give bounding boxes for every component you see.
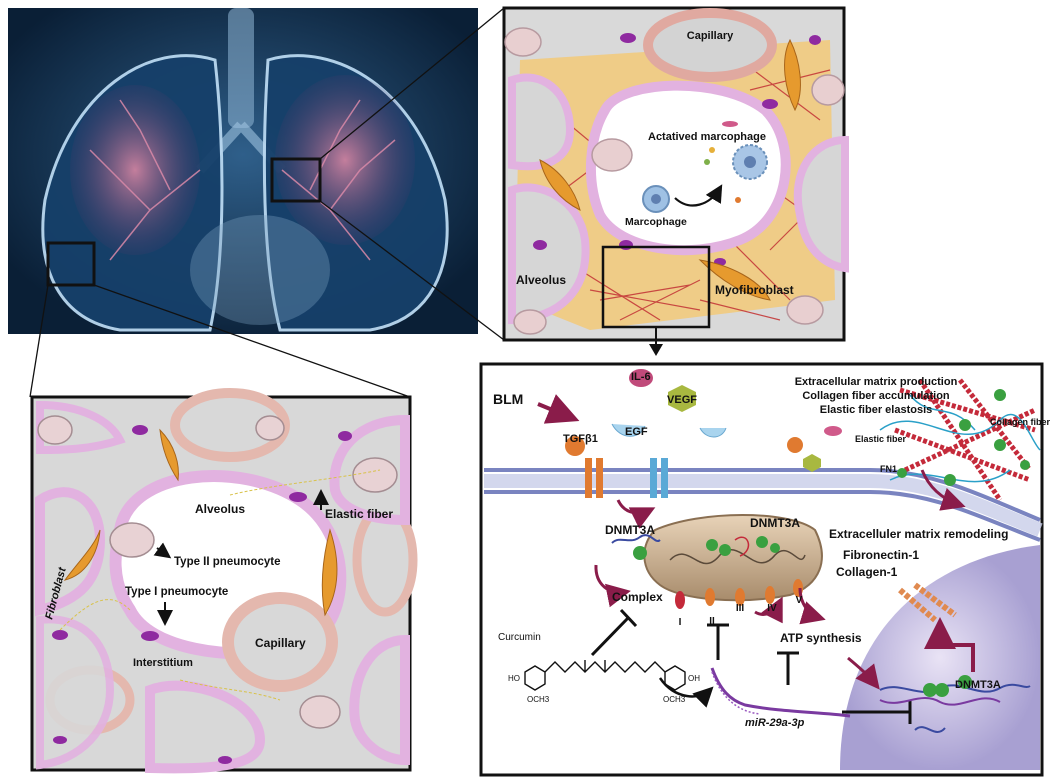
- activated-macrophage-label: Actatived marcophage: [648, 131, 766, 143]
- il6-icon: [629, 369, 653, 387]
- type1-label: Type I pneumocyte: [125, 586, 228, 598]
- mirna-label: miR-29a-3p: [745, 717, 805, 729]
- il6-label: IL-6: [631, 371, 651, 383]
- capillary-label-healthy: Capillary: [255, 636, 306, 650]
- och3-right-label: OCH3: [663, 695, 686, 704]
- atp-synthesis-label: ATP synthesis: [780, 631, 862, 645]
- elastic-fiber-label: Elastic fiber: [325, 507, 393, 521]
- macrophage-label: Marcophage: [625, 216, 687, 228]
- alveolus-label-healthy: Alveolus: [195, 502, 245, 516]
- nucleus: [840, 545, 1040, 770]
- complex-v-label: V: [796, 595, 803, 606]
- dnmt3a-icon: [633, 546, 647, 560]
- macrophage-icon: [642, 185, 670, 213]
- elastic-elastosis-label: Elastic fiber elastosis: [820, 404, 933, 416]
- oh-label: OH: [688, 674, 700, 683]
- blm-label: BLM: [493, 391, 523, 407]
- nuclear-dna: [879, 675, 1031, 733]
- receptor-tgfb: [585, 458, 603, 498]
- fibrotic-alveolus-panel: Capillary Actatived marcophage Marcophag…: [502, 6, 849, 342]
- tgfb1-label: TGFβ1: [563, 433, 598, 445]
- collagen-fiber-label: Collagen fiber: [990, 417, 1050, 427]
- receptor-egf: [650, 458, 668, 498]
- zoom-box-fibrotic: [270, 157, 322, 203]
- complex-i-label: I: [679, 617, 682, 628]
- ecm-production-label: Extracellular matrix production: [795, 376, 958, 388]
- ecm-remodeling-label: Extracelluler matrix remodeling: [829, 527, 1008, 541]
- myofibroblast-label: Myofibroblast: [715, 283, 794, 297]
- blm-arrow: [537, 394, 580, 424]
- fibronectin-label: Fibronectin-1: [843, 548, 919, 562]
- dnmt3a-left-label: DNMT3A: [605, 523, 655, 537]
- complex-iv-label: IV: [767, 603, 777, 614]
- ecm-fiber-network: [879, 378, 1041, 502]
- och3-left-label: OCH3: [527, 695, 550, 704]
- zoom-connectors: [29, 7, 505, 398]
- activated-macrophage-icon: [732, 144, 768, 180]
- mirna-strand: [710, 667, 851, 718]
- down-arrowhead: [649, 344, 663, 356]
- collagen1-label: Collagen-1: [836, 565, 898, 579]
- egf-label: EGF: [625, 426, 648, 438]
- curcumin-structure: [524, 660, 686, 691]
- mechanism-panel: BLM IL-6 VEGF EGF TGFβ1 Extracellular ma…: [479, 362, 1050, 777]
- fn1-label: FN1: [880, 464, 897, 474]
- vegf-icon: [668, 385, 696, 412]
- zoom-box-healthy: [46, 241, 96, 287]
- vegf-label: VEGF: [667, 394, 697, 406]
- collagen-accumulation-label: Collagen fiber accumulation: [802, 390, 950, 402]
- healthy-alveolus-panel: Alveolus Type II pneumocyte Type I pneum…: [30, 388, 418, 774]
- complex-label: Complex: [612, 590, 663, 604]
- ho-label: HO: [508, 674, 520, 683]
- curcumin-label: Curcumin: [498, 632, 541, 643]
- dnmt3a-mito-label: DNMT3A: [750, 516, 800, 530]
- type2-label: Type II pneumocyte: [174, 556, 281, 568]
- capillary-label-top: Capillary: [687, 30, 734, 42]
- complex-iii-label: III: [736, 603, 745, 614]
- tgfb1-icon: [565, 436, 585, 456]
- dnmt3a-nucleus-label: DNMT3A: [955, 679, 1001, 691]
- egf-icon: [611, 423, 646, 437]
- elastic-fiber-label-mech: Elastic fiber: [855, 434, 907, 444]
- lung-xray-panel: [8, 8, 478, 334]
- inhibition-marks: [590, 608, 912, 724]
- alveolus-label-fibrotic: Alveolus: [516, 273, 566, 287]
- interstitium-label: Interstitium: [133, 657, 193, 669]
- complex-ii-label: II: [709, 616, 715, 627]
